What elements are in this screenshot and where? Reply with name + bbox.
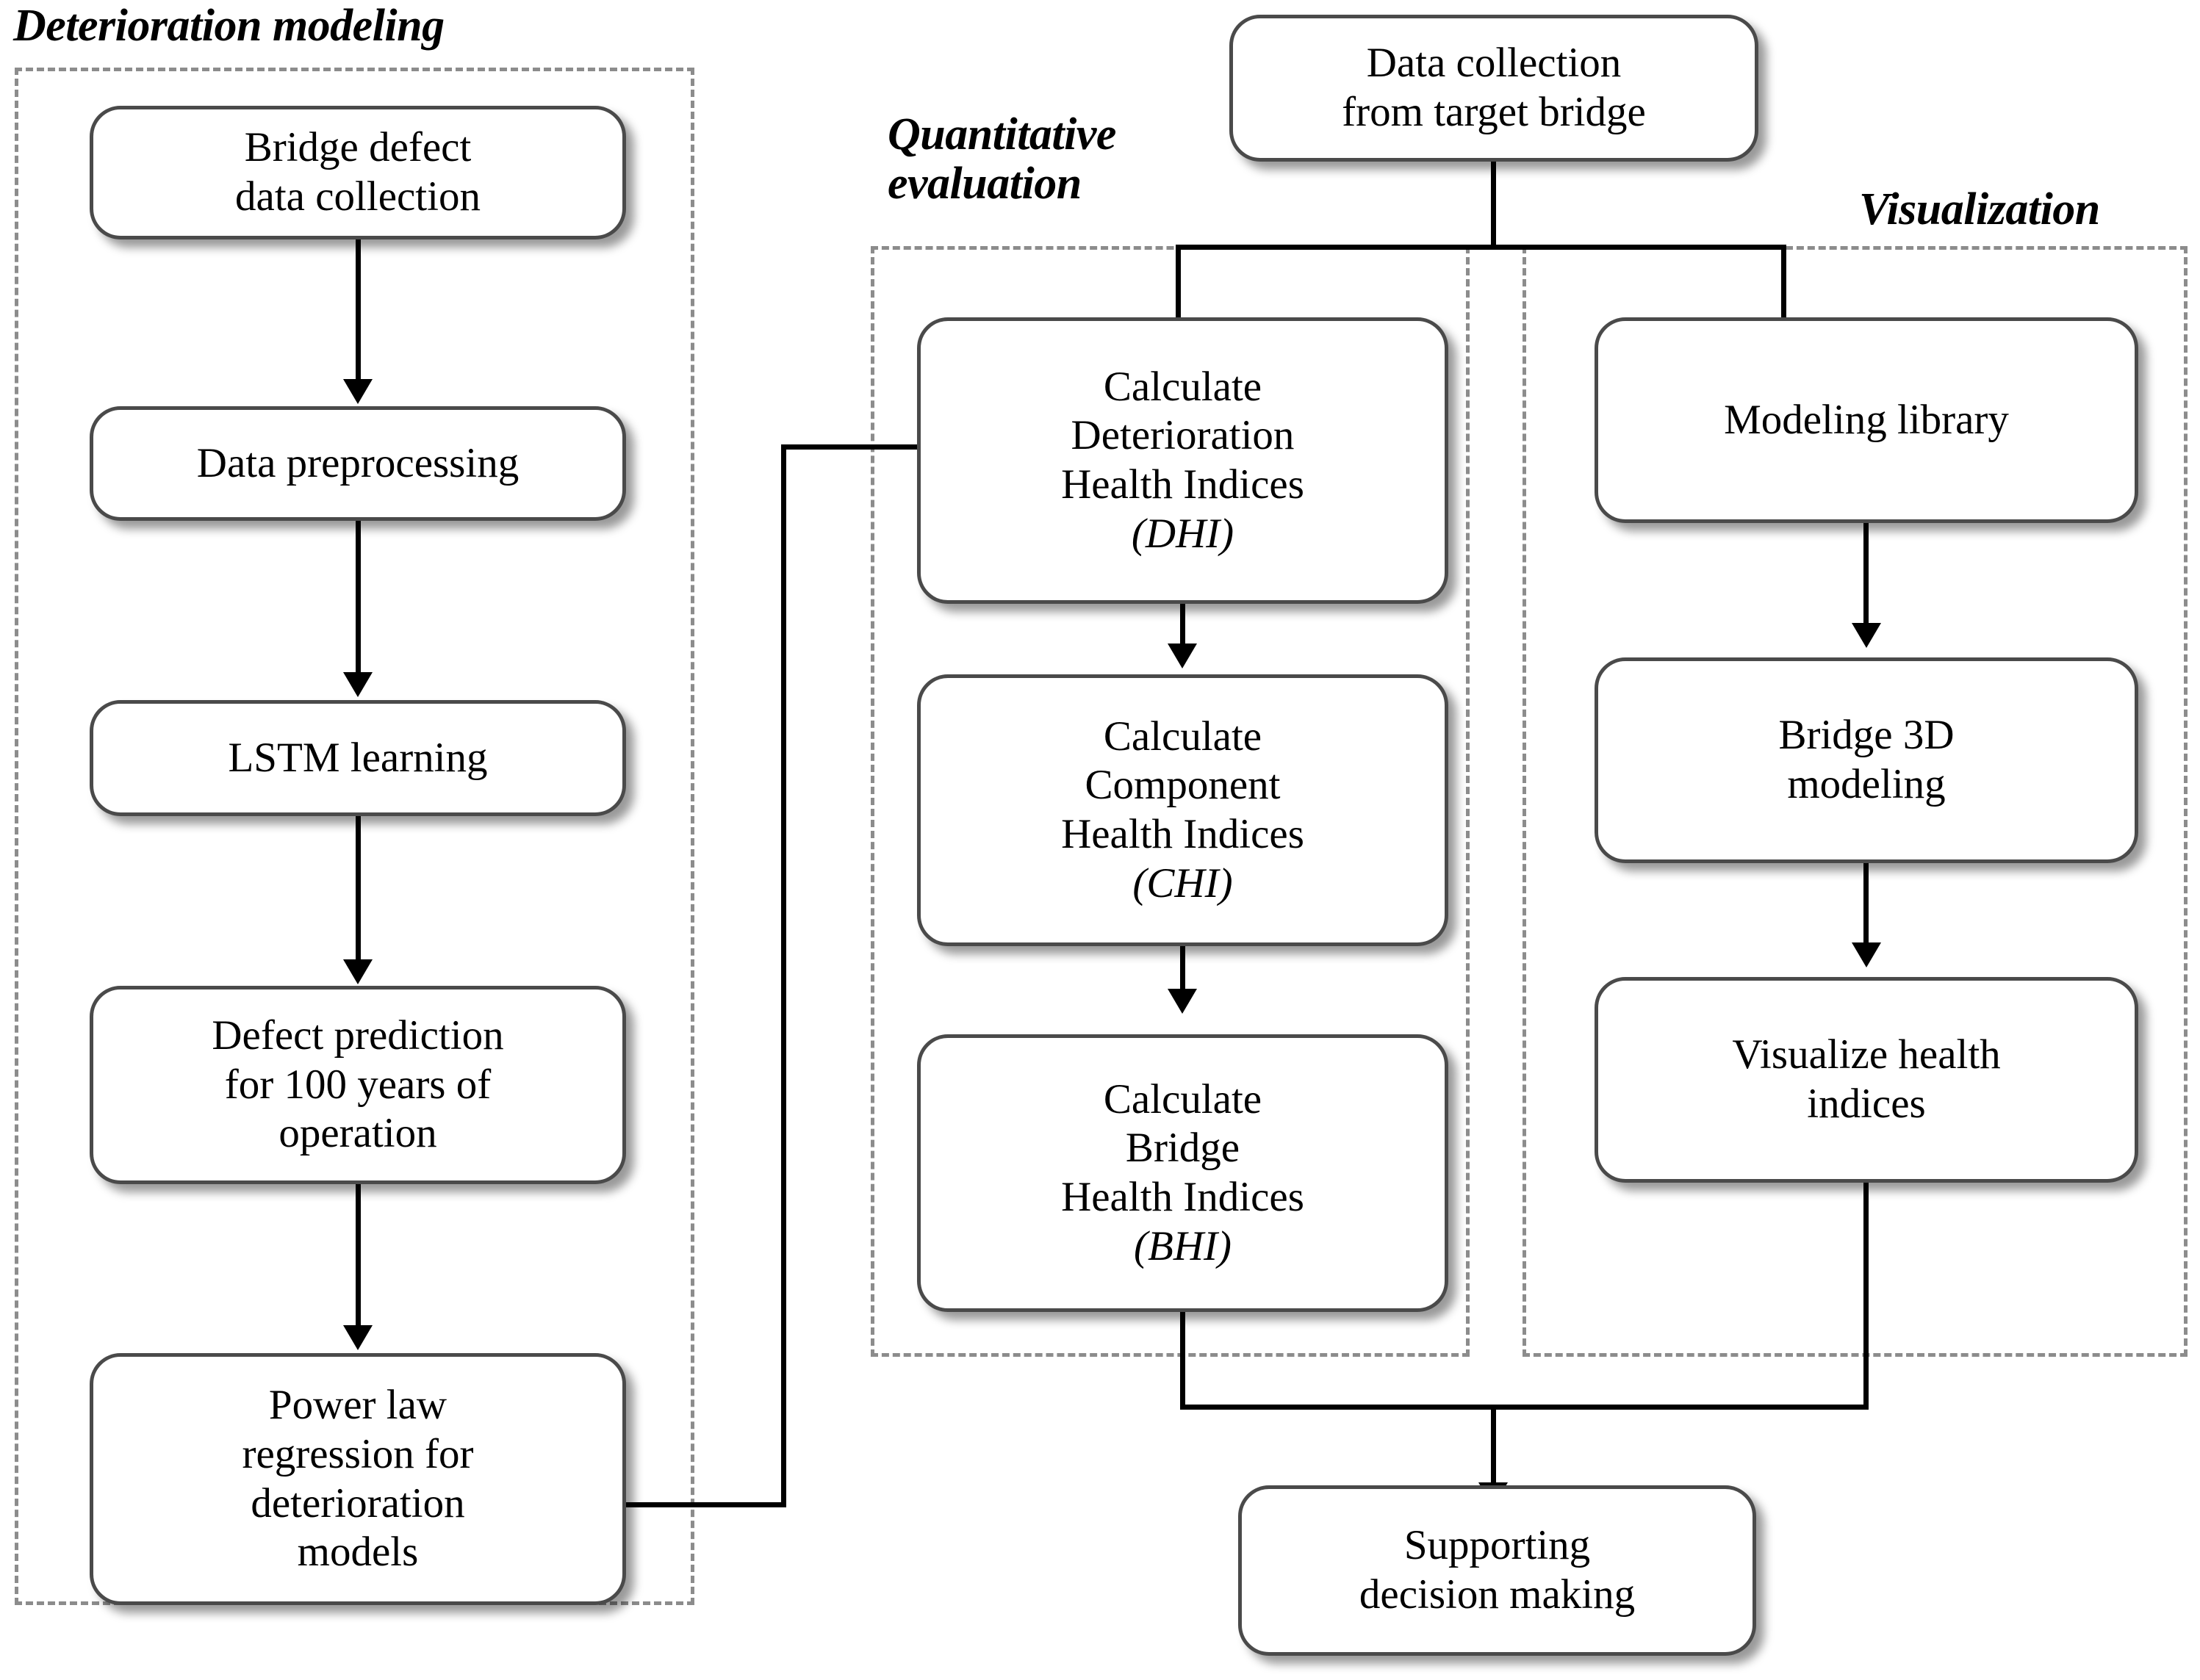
arrowhead-defect-to-preprocessing <box>343 379 373 404</box>
node-modeling-library[interactable]: Modeling library <box>1595 317 2138 523</box>
arrowhead-lstm-to-prediction <box>343 959 373 984</box>
arrowhead-preprocessing-to-lstm <box>343 672 373 697</box>
group-title-quantitative-evaluation: Quantitative evaluation <box>888 109 1116 209</box>
connector-chi-to-bhi <box>1180 946 1185 992</box>
connector-top-split-bar <box>1176 245 1786 250</box>
node-defect-prediction[interactable]: Defect prediction for 100 years of opera… <box>90 986 626 1184</box>
node-calculate-bhi[interactable]: Calculate Bridge Health Indices (BHI) <box>917 1034 1448 1312</box>
node-visualize-health-indices[interactable]: Visualize health indices <box>1595 977 2138 1183</box>
node-bridge-3d-modeling[interactable]: Bridge 3D modeling <box>1595 657 2138 863</box>
group-box-visualization <box>1523 246 2188 1357</box>
group-title-deterioration-modeling: Deterioration modeling <box>13 1 445 51</box>
connector-merge-to-decision <box>1491 1405 1496 1485</box>
connector-prediction-to-powerlaw <box>356 1184 361 1328</box>
connector-powerlaw-to-dhi-segment <box>781 444 933 450</box>
connector-powerlaw-right-segment <box>621 1502 786 1507</box>
connector-library-to-3d <box>1863 523 1869 626</box>
connector-3d-to-visualize <box>1863 863 1869 945</box>
connector-visualize-down <box>1863 1183 1869 1409</box>
connector-preprocessing-to-lstm <box>356 521 361 675</box>
node-calculate-chi-abbr: (CHI) <box>1132 859 1233 906</box>
node-bridge-defect-data-collection[interactable]: Bridge defect data collection <box>90 106 626 239</box>
node-supporting-decision-making[interactable]: Supporting decision making <box>1238 1485 1756 1656</box>
node-calculate-chi[interactable]: Calculate Component Health Indices (CHI) <box>917 674 1448 946</box>
connector-datacollection-down <box>1491 162 1496 250</box>
connector-top-split-to-qe <box>1176 245 1181 327</box>
connector-powerlaw-up-segment <box>781 444 786 1507</box>
connector-top-split-to-viz <box>1781 245 1786 327</box>
connector-bottom-merge-bar <box>1180 1405 1869 1410</box>
node-calculate-dhi[interactable]: Calculate Deterioration Health Indices (… <box>917 317 1448 604</box>
arrowhead-3d-to-visualize <box>1852 942 1881 967</box>
arrowhead-library-to-3d <box>1852 623 1881 648</box>
node-calculate-bhi-main: Calculate Bridge Health Indices <box>1061 1075 1304 1220</box>
group-title-visualization: Visualization <box>1859 184 2100 234</box>
node-lstm-learning[interactable]: LSTM learning <box>90 700 626 816</box>
connector-dhi-to-chi <box>1180 604 1185 646</box>
connector-bhi-down <box>1180 1312 1185 1409</box>
node-data-preprocessing[interactable]: Data preprocessing <box>90 406 626 521</box>
node-calculate-dhi-main: Calculate Deterioration Health Indices <box>1061 363 1304 508</box>
connector-defect-to-preprocessing <box>356 239 361 382</box>
arrowhead-prediction-to-powerlaw <box>343 1325 373 1350</box>
arrowhead-chi-to-bhi <box>1168 989 1197 1014</box>
group-box-quantitative-evaluation <box>871 246 1470 1357</box>
node-data-collection-target-bridge[interactable]: Data collection from target bridge <box>1229 15 1758 162</box>
node-calculate-bhi-abbr: (BHI) <box>1134 1222 1232 1269</box>
node-power-law-regression[interactable]: Power law regression for deterioration m… <box>90 1353 626 1605</box>
node-calculate-dhi-abbr: (DHI) <box>1131 510 1234 557</box>
arrowhead-dhi-to-chi <box>1168 643 1197 668</box>
node-calculate-chi-main: Calculate Component Health Indices <box>1061 713 1304 857</box>
connector-lstm-to-prediction <box>356 816 361 963</box>
